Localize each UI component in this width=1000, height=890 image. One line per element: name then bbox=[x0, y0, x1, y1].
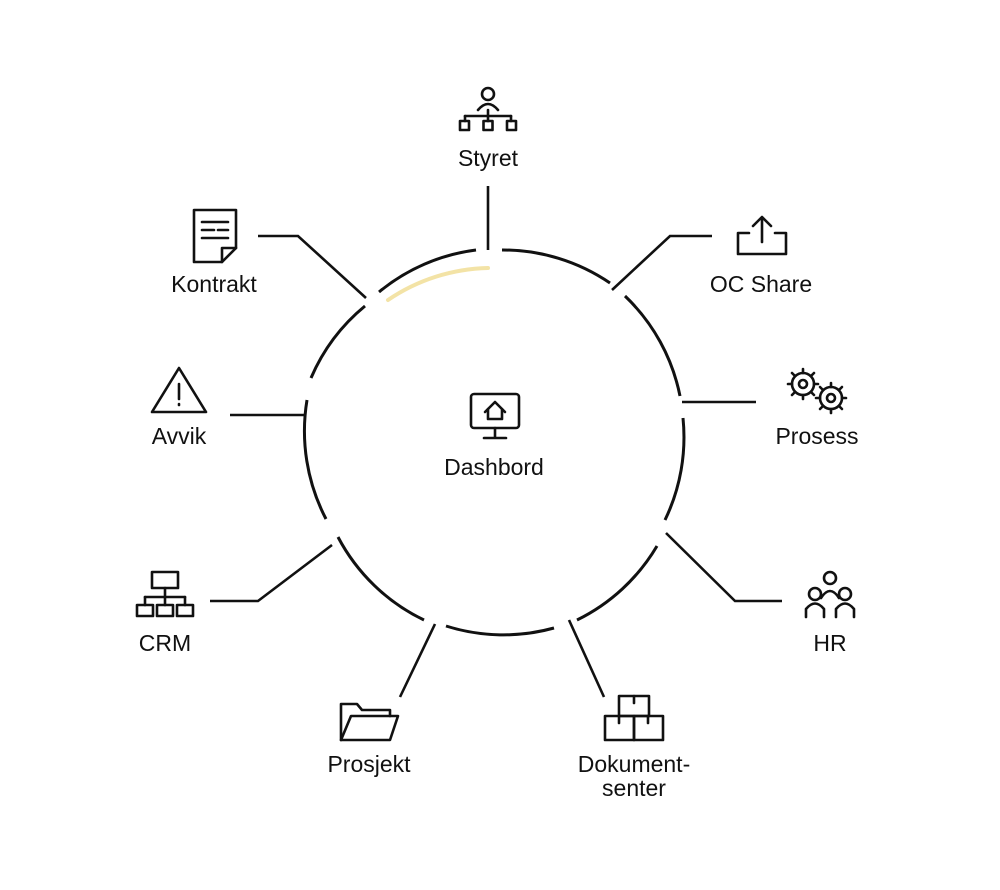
org-chart-person-icon bbox=[458, 86, 518, 132]
node-prosjekt[interactable]: Prosjekt bbox=[327, 702, 411, 777]
ring-segment bbox=[309, 304, 366, 379]
node-oc-share[interactable]: OC Share bbox=[710, 215, 812, 297]
connector-prosjekt bbox=[398, 623, 437, 698]
center-label: Dashbord bbox=[444, 454, 544, 480]
connector-dokumentsenter bbox=[567, 619, 606, 698]
node-prosess[interactable]: Prosess bbox=[775, 367, 859, 449]
node-label-line1: Dokument- bbox=[578, 751, 690, 777]
ring-segment bbox=[623, 294, 682, 397]
connectors bbox=[210, 186, 782, 698]
ring-segment bbox=[302, 399, 328, 520]
document-icon bbox=[192, 208, 238, 264]
node-label: Styret bbox=[458, 145, 519, 171]
connector-crm bbox=[210, 543, 333, 603]
node-label: Prosjekt bbox=[327, 751, 411, 777]
node-label: Kontrakt bbox=[171, 271, 257, 297]
connector-hr bbox=[665, 532, 782, 603]
ring-segment bbox=[663, 417, 686, 521]
people-group-icon bbox=[804, 570, 856, 619]
node-dokumentsenter[interactable]: Dokument- senter bbox=[578, 694, 690, 801]
network-hierarchy-icon bbox=[135, 570, 195, 618]
node-crm[interactable]: CRM bbox=[135, 570, 195, 656]
ring-highlight bbox=[386, 266, 490, 302]
center-dashbord[interactable]: Dashbord bbox=[444, 392, 544, 480]
node-avvik[interactable]: Avvik bbox=[150, 366, 208, 449]
ring-segment bbox=[336, 536, 425, 622]
connector-oc-share bbox=[611, 234, 712, 291]
ring-segment bbox=[501, 248, 611, 285]
node-label: Avvik bbox=[152, 423, 207, 449]
upload-share-icon bbox=[736, 215, 788, 256]
node-label: HR bbox=[813, 630, 846, 656]
warning-triangle-icon bbox=[150, 366, 208, 414]
ring-segment bbox=[445, 624, 555, 637]
connector-kontrakt bbox=[258, 234, 367, 299]
node-label: CRM bbox=[139, 630, 191, 656]
node-label: OC Share bbox=[710, 271, 812, 297]
ring-segment bbox=[576, 545, 659, 622]
boxes-icon bbox=[603, 694, 665, 742]
hub-ring bbox=[302, 248, 686, 637]
node-label: Prosess bbox=[775, 423, 858, 449]
node-styret[interactable]: Styret bbox=[458, 86, 519, 171]
node-kontrakt[interactable]: Kontrakt bbox=[171, 208, 257, 297]
folder-icon bbox=[339, 702, 400, 742]
ring-segment bbox=[378, 248, 477, 294]
gears-icon bbox=[786, 367, 848, 415]
monitor-home-icon bbox=[469, 392, 521, 440]
node-hr[interactable]: HR bbox=[804, 570, 856, 656]
node-label-line2: senter bbox=[602, 775, 666, 801]
